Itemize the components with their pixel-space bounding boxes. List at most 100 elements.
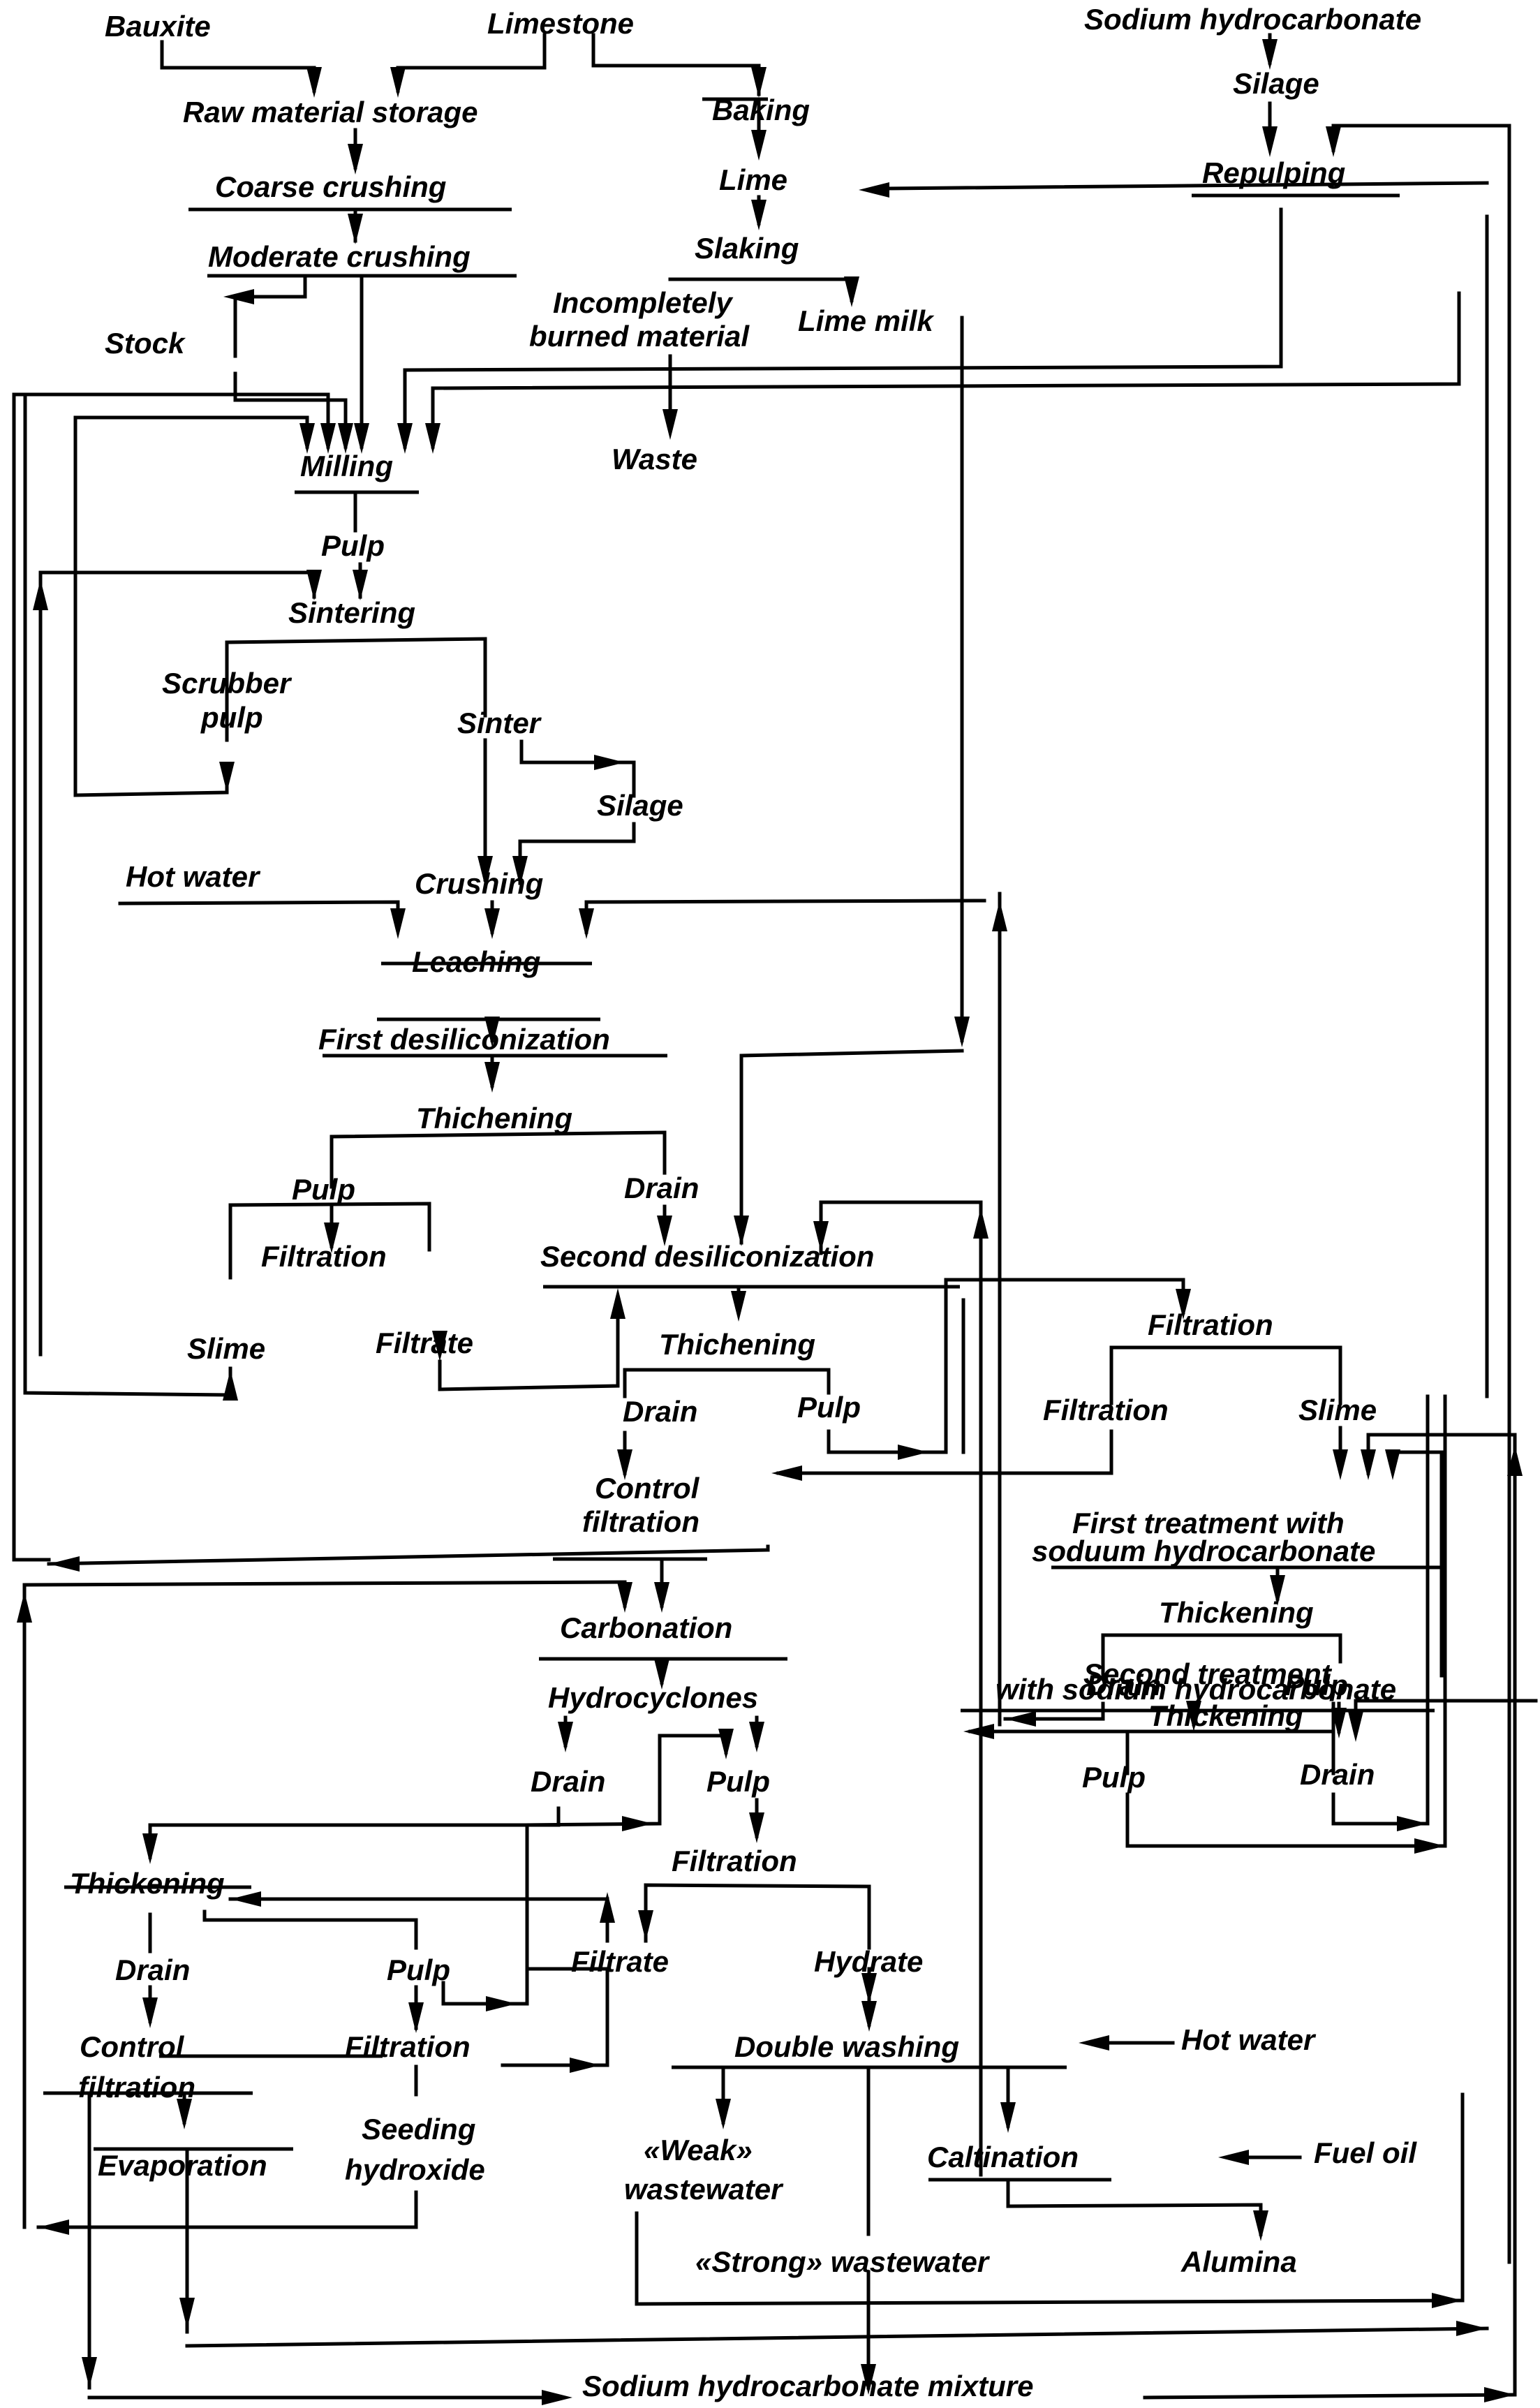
node-crushing: Crushing bbox=[415, 867, 543, 900]
node-pulp-2: Pulp bbox=[292, 1173, 355, 1206]
arrow-head-icon bbox=[306, 570, 322, 600]
node-filtrate-2: Filtrate bbox=[571, 1945, 669, 1978]
node-first-treatment-line1: First treatment with bbox=[1072, 1507, 1345, 1539]
flow-line bbox=[827, 1278, 948, 1454]
arrow-head-icon bbox=[1262, 39, 1278, 70]
arrow-head-icon bbox=[963, 1724, 994, 1739]
flow-line bbox=[623, 1368, 831, 1398]
arrow-head-icon bbox=[861, 2364, 876, 2395]
flow-line bbox=[1331, 124, 1511, 152]
arrow-head-icon bbox=[1331, 1708, 1347, 1738]
arrow-head-icon bbox=[654, 1659, 669, 1690]
node-lime-milk: Lime milk bbox=[798, 304, 935, 337]
node-pulp-right-2: Pulp bbox=[1082, 1761, 1146, 1794]
flow-line bbox=[1125, 1729, 1335, 1775]
node-waste: Waste bbox=[612, 443, 697, 475]
flow-connectors bbox=[12, 33, 1538, 2405]
arrow-head-icon bbox=[38, 2219, 69, 2235]
arrow-head-icon bbox=[594, 755, 625, 770]
flow-line bbox=[73, 417, 229, 797]
arrow-head-icon bbox=[177, 2099, 192, 2129]
arrow-head-icon bbox=[223, 1370, 238, 1401]
arrow-head-icon bbox=[1176, 1289, 1191, 1320]
flow-line bbox=[38, 570, 316, 599]
arrow-head-icon bbox=[859, 182, 889, 198]
arrow-head-icon bbox=[353, 570, 368, 600]
arrow-head-icon bbox=[1432, 2293, 1463, 2308]
node-raw-material-storage: Raw material storage bbox=[183, 96, 478, 128]
arrow-head-icon bbox=[425, 423, 440, 454]
arrow-head-icon bbox=[638, 1910, 653, 1941]
node-hydrocyclones: Hydrocyclones bbox=[548, 1681, 758, 1714]
arrow-head-icon bbox=[718, 1729, 734, 1759]
node-limestone: Limestone bbox=[487, 7, 634, 40]
arrow-head-icon bbox=[600, 1892, 615, 1923]
arrow-head-icon bbox=[749, 1722, 764, 1752]
arrow-head-icon bbox=[230, 1891, 261, 1907]
arrow-head-icon bbox=[397, 423, 413, 454]
node-hot-water-2: Hot water bbox=[1181, 2023, 1317, 2056]
node-filtration-1: Filtration bbox=[261, 1240, 387, 1273]
node-incompletely-line2: burned material bbox=[529, 320, 750, 353]
arrow-head-icon bbox=[82, 2357, 97, 2388]
arrow-head-icon bbox=[898, 1445, 928, 1460]
arrow-head-icon bbox=[320, 423, 336, 454]
node-coarse-crushing: Coarse crushing bbox=[215, 170, 446, 203]
arrow-head-icon bbox=[973, 1208, 989, 1239]
flow-line bbox=[1101, 1633, 1342, 1681]
node-slaking: Slaking bbox=[695, 232, 799, 265]
node-pulp-4: Pulp bbox=[706, 1765, 770, 1798]
flow-line bbox=[185, 2326, 1489, 2348]
flow-line bbox=[403, 207, 1283, 449]
arrow-head-icon bbox=[223, 289, 254, 304]
flow-line bbox=[47, 1548, 770, 1566]
arrow-head-icon bbox=[1218, 2150, 1249, 2165]
node-second-treatment-line2: with sodium hydrocarbonate bbox=[995, 1673, 1396, 1706]
arrow-head-icon bbox=[1484, 2387, 1515, 2402]
node-seeding-line1: Seeding bbox=[362, 2113, 475, 2145]
flow-line bbox=[519, 739, 636, 798]
node-slime-right: Slime bbox=[1298, 1394, 1377, 1426]
flow-line bbox=[1006, 2178, 1263, 2236]
node-carbonation: Carbonation bbox=[560, 1611, 732, 1644]
arrow-head-icon bbox=[1414, 1838, 1445, 1854]
arrow-head-icon bbox=[477, 856, 493, 887]
arrow-head-icon bbox=[408, 2002, 424, 2033]
node-drain-right-2: Drain bbox=[1300, 1758, 1375, 1791]
arrow-head-icon bbox=[751, 130, 767, 161]
flow-line bbox=[228, 1202, 431, 1280]
flow-line bbox=[36, 2190, 418, 2229]
flow-line bbox=[884, 181, 1489, 191]
node-bauxite: Bauxite bbox=[105, 10, 211, 43]
node-sodium-hydrocarbonate-mixture: Sodium hydrocarbonate mixture bbox=[582, 2370, 1033, 2402]
flow-line bbox=[202, 1910, 418, 1950]
flow-line bbox=[1366, 1433, 1517, 2397]
flow-line bbox=[591, 33, 761, 96]
flow-line bbox=[635, 2211, 1465, 2306]
flow-line bbox=[644, 1883, 871, 1950]
node-control-filtration-1-line1: Control bbox=[595, 1472, 700, 1505]
arrow-head-icon bbox=[1397, 1816, 1428, 1831]
arrow-head-icon bbox=[1456, 2321, 1487, 2336]
node-double-washing: Double washing bbox=[734, 2030, 959, 2063]
arrow-head-icon bbox=[324, 1223, 339, 1253]
flow-line bbox=[1391, 1450, 1444, 1678]
arrow-head-icon bbox=[17, 1592, 32, 1623]
node-pulp-3: Pulp bbox=[797, 1391, 861, 1424]
flow-line bbox=[1143, 2393, 1517, 2400]
node-second-desiliconization: Second desiliconization bbox=[540, 1240, 874, 1273]
flow-line bbox=[1331, 1394, 1430, 1826]
arrow-head-icon bbox=[1507, 1445, 1523, 1476]
node-drain-3: Drain bbox=[531, 1765, 605, 1798]
arrow-head-icon bbox=[610, 1288, 625, 1319]
node-control-filtration-2-line2: filtration bbox=[78, 2071, 195, 2104]
node-pulp-5: Pulp bbox=[387, 1953, 450, 1986]
arrow-head-icon bbox=[1079, 2035, 1109, 2051]
arrow-head-icon bbox=[33, 579, 48, 610]
flow-line bbox=[525, 1967, 609, 2067]
arrow-head-icon bbox=[1270, 1575, 1285, 1606]
flow-line bbox=[525, 1778, 662, 1971]
node-incompletely-line1: Incompletely bbox=[553, 286, 734, 319]
node-thichening-1: Thichening bbox=[416, 1102, 572, 1135]
node-hot-water-1: Hot water bbox=[126, 860, 261, 893]
